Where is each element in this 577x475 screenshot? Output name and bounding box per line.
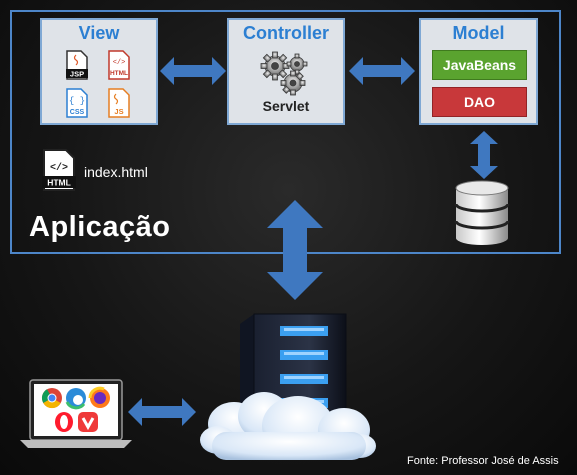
dao-block: DAO [432,87,527,117]
view-title: View [78,23,120,43]
model-box: Model JavaBeans DAO [419,18,538,125]
source-credit: Fonte: Professor José de Assis [407,455,559,467]
controller-title: Controller [242,23,329,43]
css-icon-label: CSS [70,109,85,116]
controller-model-arrow [349,57,415,85]
jsp-file-icon: JSP [66,50,88,80]
svg-text:</>: </> [113,59,126,67]
jsp-icon-label: JSP [70,70,84,79]
js-file-icon: JS [108,88,130,118]
view-box: View JSP </> HTML { } CSS JS [40,18,158,125]
js-icon-label: JS [114,107,123,116]
html-icon-label: HTML [110,70,128,77]
laptop-server-arrow [128,398,196,426]
html-file-icon: </> HTML [108,50,130,80]
server-cloud-icon [200,313,376,460]
controller-box: Controller [227,18,345,125]
index-html-icon-label: HTML [47,178,71,188]
javabeans-block: JavaBeans [432,50,527,80]
laptop-browsers-icon [20,379,132,448]
model-database-arrow [470,131,498,179]
css-file-icon: { } CSS [66,88,88,118]
servlet-label: Servlet [262,98,310,114]
model-title: Model [452,23,505,43]
svg-text:{ }: { } [69,96,85,106]
database-icon [454,180,510,245]
svg-text:</>: </> [50,162,68,174]
index-html-file-icon: </> HTML [42,149,76,191]
application-label: Aplicação [29,211,171,243]
gears-icon [260,51,308,96]
index-html-label: index.html [84,164,148,180]
view-controller-arrow [160,57,226,85]
application-server-arrow [267,200,323,300]
